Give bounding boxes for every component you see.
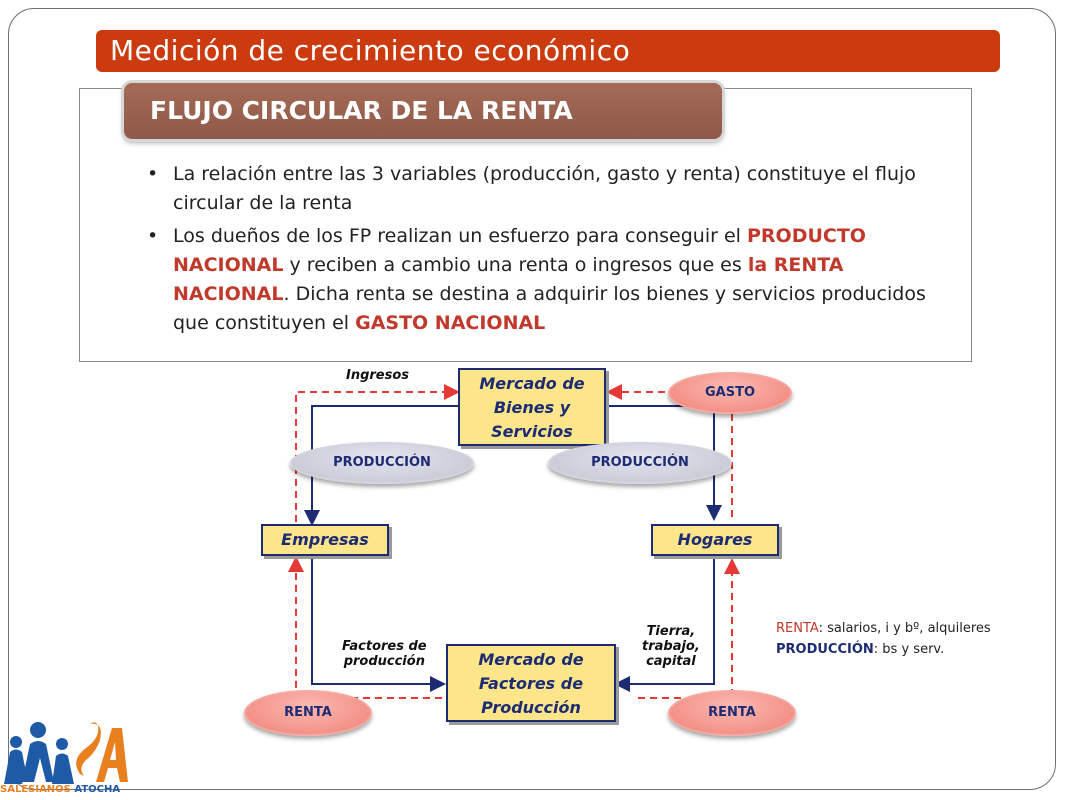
box-empresas: Empresas [261, 524, 389, 556]
highlight-producto-nacional: PRODUCTO NACIONAL [173, 225, 866, 276]
label-factores-produccion: Factores de producción [342, 639, 427, 669]
bullet-dot: • [147, 225, 159, 247]
flow-line-blue [311, 557, 446, 692]
label-tierra-trabajo-capital: Tierra, trabajo, capital [642, 624, 700, 669]
label-line: Tierra, [646, 624, 696, 639]
legend-key: PRODUCCIÓN [776, 642, 874, 657]
bullet-text: Los dueños de los FP realizan un esfuerz… [173, 225, 747, 247]
box-hogares: Hogares [651, 524, 779, 556]
highlight-renta-nacional: la RENTA NACIONAL [173, 254, 844, 305]
label-line: capital [646, 654, 696, 669]
box-mercado-bienes: Mercado de Bienes y Servicios [458, 368, 606, 446]
legend: RENTA: salarios, i y bº, alquileres PROD… [776, 618, 991, 660]
box-line: Servicios [491, 422, 573, 441]
pill-gasto: GASTO [668, 372, 792, 414]
flow-line-red [288, 556, 442, 699]
pill-renta-left: RENTA [244, 690, 372, 736]
slide-frame [8, 8, 1056, 790]
flow-line-blue [304, 405, 458, 526]
bullet-item: • La relación entre las 3 variables (pro… [145, 160, 935, 218]
box-line: Bienes y [493, 398, 571, 417]
pill-renta-right: RENTA [668, 690, 796, 736]
bullet-item: • Los dueños de los FP realizan un esfue… [145, 222, 935, 338]
legend-produccion: PRODUCCIÓN: bs y serv. [776, 639, 991, 660]
box-line: Producción [481, 698, 581, 717]
circular-flow-diagram: Mercado de Bienes y Servicios Empresas H… [246, 362, 822, 727]
label-line: Factores de [342, 639, 427, 654]
bullet-list: • La relación entre las 3 variables (pro… [145, 160, 935, 342]
box-line: Mercado de [479, 374, 585, 393]
bullet-text: . Dicha renta se destina a adquirir los … [173, 283, 926, 334]
section-title: FLUJO CIRCULAR DE LA RENTA [124, 83, 722, 139]
legend-text: : salarios, i y bº, alquileres [818, 621, 991, 636]
flow-line-blue [614, 557, 715, 692]
logo-name-a: SALESIANOS [0, 784, 71, 795]
legend-key: RENTA [776, 621, 819, 636]
label-line: producción [343, 654, 425, 669]
legend-renta: RENTA: salarios, i y bº, alquileres [776, 618, 991, 639]
label-line: trabajo, [642, 639, 700, 654]
highlight-gasto-nacional: GASTO NACIONAL [355, 312, 546, 334]
pill-produccion-right: PRODUCCIÓN [548, 442, 732, 484]
salesianos-logo-icon [4, 722, 128, 784]
legend-text: : bs y serv. [873, 642, 945, 657]
bullet-text: y reciben a cambio una renta o ingresos … [283, 254, 748, 276]
bullet-dot: • [147, 163, 159, 185]
logo-text: SALESIANOS ATOCHA [0, 784, 130, 795]
slide-title: Medición de crecimiento económico [96, 30, 1000, 72]
bullet-text: La relación entre las 3 variables (produ… [173, 163, 916, 214]
logo-name-b: ATOCHA [74, 784, 121, 795]
box-line: Mercado de [478, 650, 584, 669]
box-line: Factores de [478, 674, 584, 693]
pill-produccion-left: PRODUCCIÓN [290, 442, 474, 484]
box-mercado-factores: Mercado de Factores de Producción [446, 644, 616, 722]
label-ingresos: Ingresos [346, 368, 410, 383]
